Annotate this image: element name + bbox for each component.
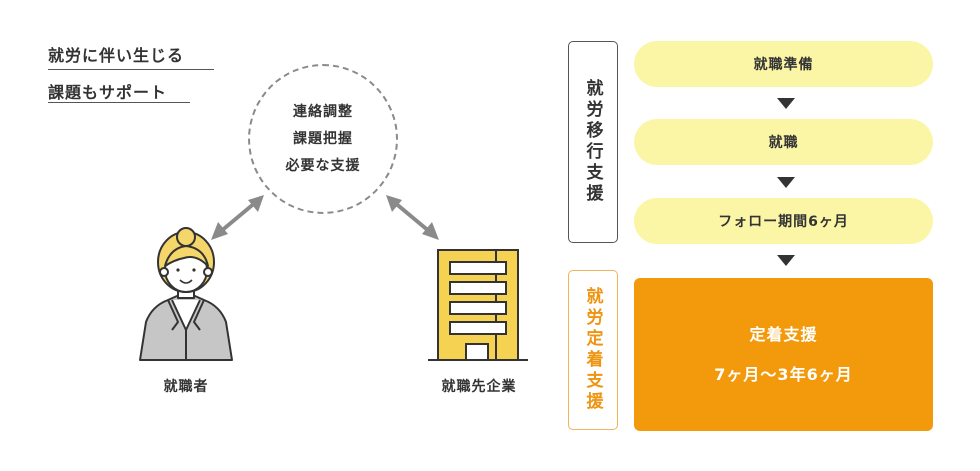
retention-support-title: 定着支援 (749, 315, 817, 355)
flow-arrow-down-icon (777, 98, 795, 109)
flow-arrow-down-icon (777, 255, 795, 266)
retention-support-period: 7ヶ月〜3年6ヶ月 (714, 355, 852, 395)
job-seeker-person-icon (140, 228, 232, 360)
retention-support-box: 定着支援 7ヶ月〜3年6ヶ月 (634, 278, 933, 431)
double-arrow-right-icon (386, 195, 439, 240)
flow-step-follow-up: フォロー期間6ヶ月 (634, 198, 933, 244)
employment-retention-support-label: 就労定着支援 (568, 270, 618, 430)
job-seeker-label: 就職者 (146, 376, 226, 396)
employment-transition-support-label: 就労移行支援 (568, 41, 618, 243)
double-arrow-left-icon (211, 195, 264, 240)
flow-step-employment: 就職 (634, 119, 933, 165)
employer-building-icon (428, 250, 528, 360)
flow-step-preparation: 就職準備 (634, 41, 933, 87)
flow-arrow-down-icon (777, 177, 795, 188)
employer-label: 就職先企業 (420, 376, 538, 396)
